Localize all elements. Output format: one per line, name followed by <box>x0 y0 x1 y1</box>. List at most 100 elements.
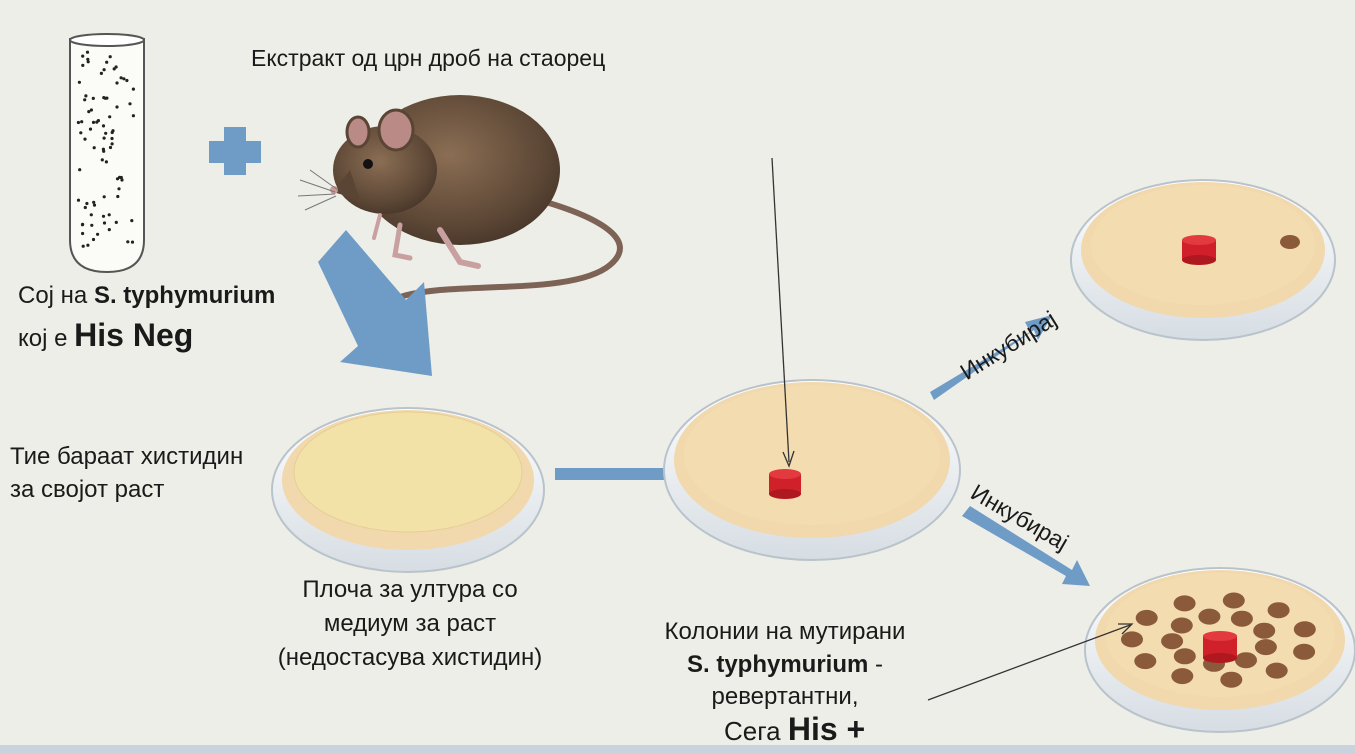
test-tube-icon <box>69 33 145 274</box>
colony <box>1173 595 1196 612</box>
bacteria-dot <box>101 147 105 151</box>
bacteria-dot <box>102 136 106 140</box>
colony <box>1254 639 1277 656</box>
bacteria-dot <box>108 115 112 119</box>
bacteria-dot <box>116 194 120 199</box>
bacteria-dot <box>78 168 82 172</box>
label-colonies-name: S. typhymurium <box>686 651 869 678</box>
bacteria-dot <box>83 98 87 102</box>
label-strain: Сој на S. typhymurium <box>18 282 275 310</box>
label-strain-line2: кој е His Neg <box>18 316 193 358</box>
bacteria-dot <box>102 221 107 225</box>
label-plate-line3: (недостасува хистидин) <box>277 644 543 671</box>
bacteria-dot <box>92 203 97 207</box>
bacteria-dot <box>120 178 124 182</box>
bacteria-dot <box>81 231 85 236</box>
petri-dish-with-disc <box>663 379 961 561</box>
bacteria-dot <box>80 223 85 227</box>
petri-dish-control <box>1070 179 1336 341</box>
colony <box>1121 631 1143 648</box>
bacteria-dot <box>112 67 116 71</box>
label-extract: Екстракт од црн дроб на стаорец <box>251 45 606 71</box>
bacteria-dot <box>85 50 90 54</box>
bacteria-dot <box>115 81 119 85</box>
bacteria-dot <box>114 220 118 224</box>
colony <box>1198 608 1221 625</box>
bacteria-dot <box>76 120 80 125</box>
bacteria-dot <box>130 219 134 223</box>
bacteria-dot <box>119 76 123 80</box>
bacteria-dot <box>77 80 81 84</box>
bacteria-dot <box>104 160 108 164</box>
bacteria-dot <box>91 120 96 124</box>
colony <box>1293 643 1316 660</box>
bacteria-dot <box>130 240 135 244</box>
bacteria-dot <box>86 57 90 61</box>
bacteria-dot <box>125 78 129 83</box>
label-his-neg: His Neg <box>74 317 194 353</box>
label-strain-line2-prefix: кој е <box>18 325 75 352</box>
colony <box>1235 652 1257 669</box>
bacteria-dot <box>79 131 83 135</box>
rat-icon <box>297 95 623 303</box>
bacteria-dot <box>104 131 108 135</box>
bacteria-dot <box>105 60 109 64</box>
bacteria-dot <box>107 228 111 232</box>
colony <box>1265 662 1288 679</box>
arrow-incubate-bottom <box>962 506 1090 586</box>
colony <box>1222 592 1245 609</box>
bacteria-dot <box>91 96 95 100</box>
label-strain-name: S. typhymurium <box>93 282 276 309</box>
label-plate-line1: Плоча за ултура со <box>302 576 518 603</box>
bacteria-dot <box>89 213 93 217</box>
label-need-line1: Тие бараат хистидин <box>10 443 244 470</box>
petri-dish-revertants <box>1084 567 1355 733</box>
bacteria-dot <box>81 54 85 58</box>
bacteria-dot <box>108 145 113 150</box>
label-colonies-now: Сега <box>724 716 788 746</box>
bacteria-dot <box>92 200 96 204</box>
bacteria-dot <box>99 71 103 75</box>
bacteria-dot <box>118 175 122 179</box>
bacteria-dot <box>108 55 112 59</box>
bacteria-dot <box>89 108 93 112</box>
colony <box>1170 617 1193 634</box>
bottom-bar <box>0 745 1355 754</box>
bacteria-dot <box>81 244 85 248</box>
colony <box>1161 633 1184 650</box>
bacteria-dot <box>83 205 87 210</box>
bacteria-dot <box>128 102 132 106</box>
colony <box>1230 610 1253 627</box>
petri-dish-empty <box>271 407 545 573</box>
arrow-extract-to-plate <box>318 230 432 376</box>
colony <box>1134 653 1157 670</box>
bacteria-dot <box>122 77 126 81</box>
label-colonies-line2: S. typhymurium - <box>620 651 950 679</box>
arrow-plate-to-plate <box>555 458 696 490</box>
label-colonies-line1: Колонии на мутирани <box>664 618 906 645</box>
bacteria-dot <box>102 68 106 72</box>
bacteria-dot <box>85 201 89 206</box>
bacteria-dot <box>86 60 90 64</box>
bacteria-dot <box>88 127 93 131</box>
label-his-plus: His + <box>787 711 866 747</box>
bacteria-dot <box>110 142 114 146</box>
bacteria-dot <box>111 129 115 133</box>
bacteria-dot <box>107 213 111 217</box>
label-colonies-line3: ревертантни, <box>711 683 859 710</box>
bacteria-dot <box>92 146 96 150</box>
bacteria-dot <box>103 96 107 100</box>
bacteria-dot <box>100 158 104 162</box>
bacteria-dot <box>84 94 88 98</box>
bacteria-dot <box>95 120 99 124</box>
colony <box>1253 622 1276 639</box>
label-plate-line2: медиум за раст <box>323 610 497 637</box>
bacteria-dot <box>76 198 81 202</box>
label-strain-prefix: Сој на <box>18 282 94 309</box>
bacteria-dot <box>96 232 100 236</box>
bacteria-dot <box>83 137 87 141</box>
bacteria-dot <box>131 87 135 91</box>
colony <box>1220 671 1243 688</box>
colony <box>1135 609 1158 626</box>
